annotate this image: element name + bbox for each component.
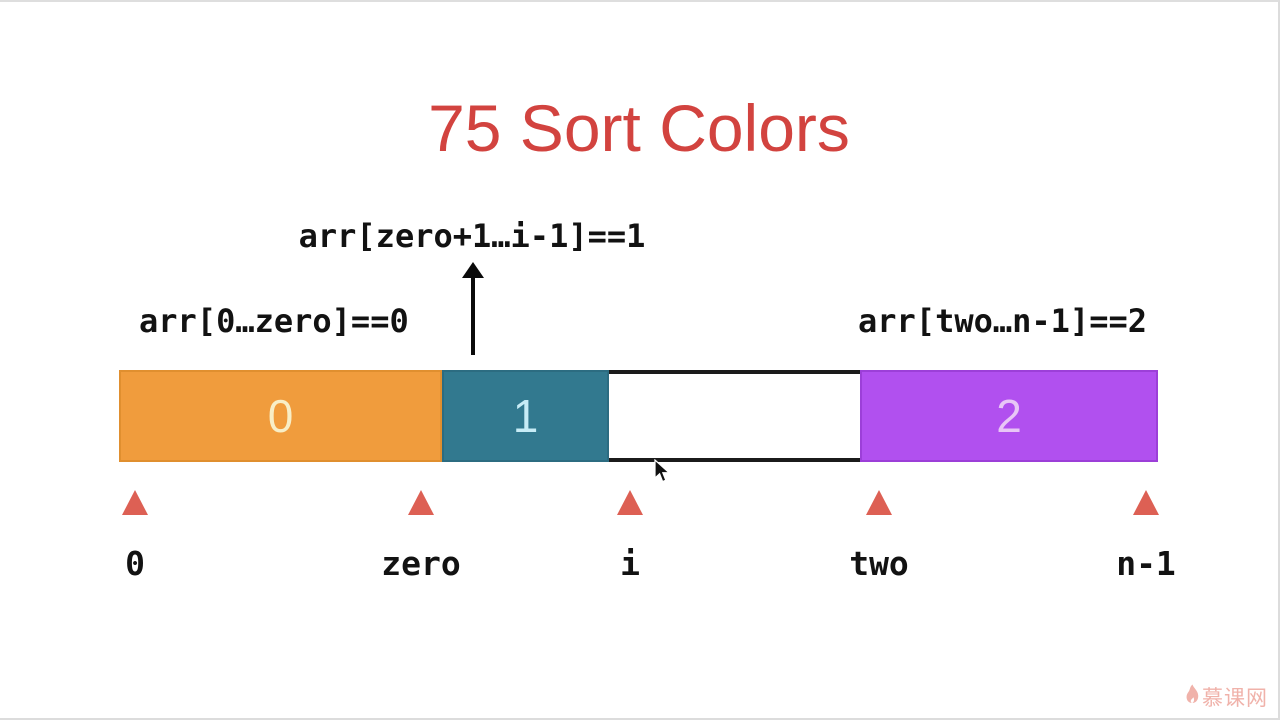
pointer-label-0: 0 (125, 544, 145, 583)
up-arrow-icon (462, 262, 484, 278)
watermark: 慕课网 (1185, 682, 1268, 712)
pointer-label-n-1: n-1 (1116, 544, 1176, 583)
pointer-triangle-icon (1133, 490, 1159, 515)
bar-segment-label: 1 (512, 390, 539, 442)
pointer-triangle-icon (408, 490, 434, 515)
pointer-label-two: two (849, 544, 909, 583)
annotation-right-segment: arr[two…n-1]==2 (858, 302, 1147, 340)
pointer-triangle-icon (617, 490, 643, 515)
bar-segment-label: 2 (996, 390, 1022, 442)
up-arrow-line (471, 276, 475, 355)
flame-icon (1185, 684, 1200, 710)
bar-segment-ones: 1 (442, 370, 609, 462)
bar-segment-zeros: 0 (119, 370, 442, 462)
annotation-middle-segment: arr[zero+1…i-1]==1 (298, 217, 646, 255)
annotation-left-segment: arr[0…zero]==0 (139, 302, 409, 340)
mouse-cursor-icon (653, 458, 673, 490)
pointer-label-zero: zero (381, 544, 461, 583)
bar-segment-unknown (609, 370, 860, 462)
pointer-triangle-icon (122, 490, 148, 515)
bar-segment-label: 0 (267, 390, 294, 442)
page-title: 75 Sort Colors (428, 91, 850, 165)
watermark-text: 慕课网 (1202, 687, 1268, 710)
bar-segment-twos: 2 (860, 370, 1158, 462)
pointer-label-i: i (620, 544, 640, 583)
pointer-triangle-icon (866, 490, 892, 515)
